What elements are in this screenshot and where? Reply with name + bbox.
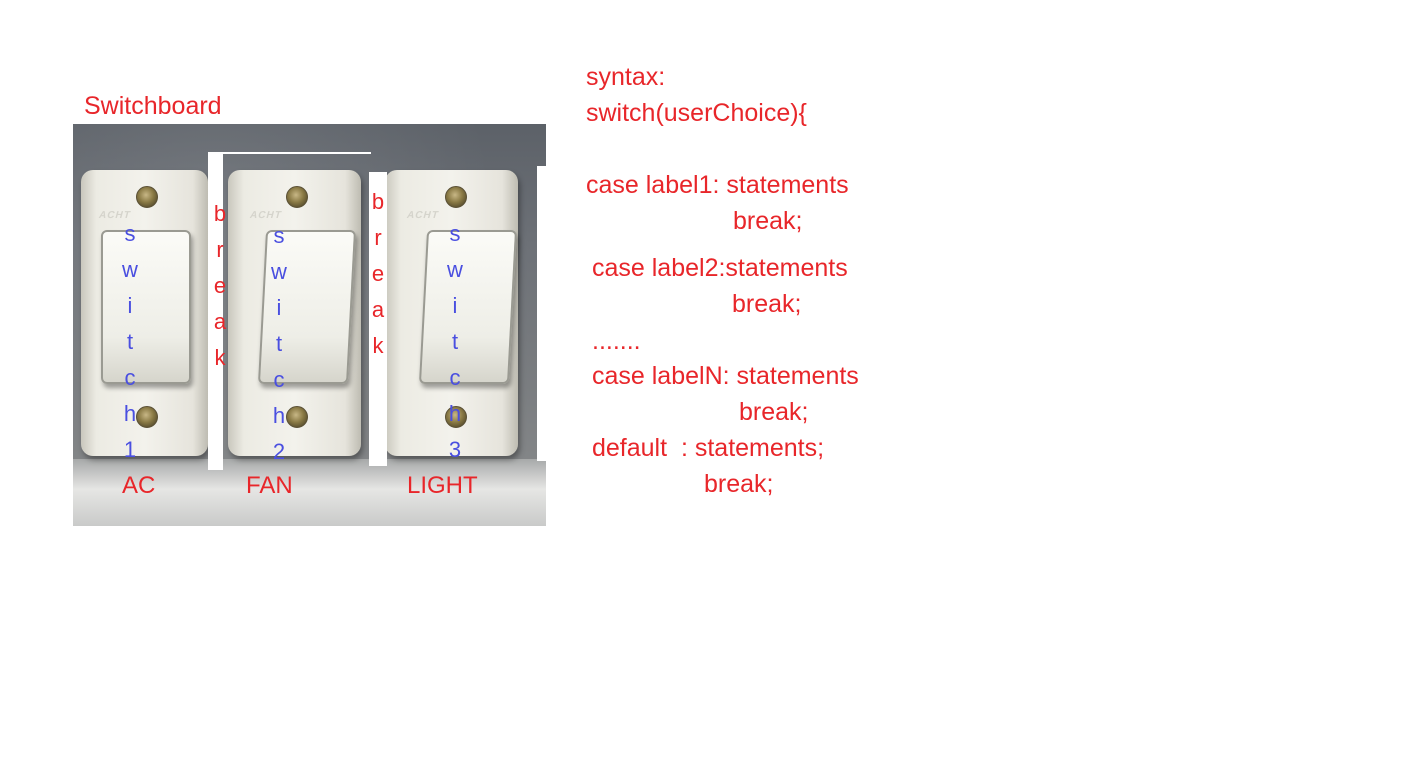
vertical-letter: a <box>371 297 385 322</box>
vertical-letter: k <box>372 333 384 358</box>
syntax-ellipsis: ....... <box>592 327 641 355</box>
divider-bar-2 <box>369 172 387 466</box>
switch-plate-2: ACHT <box>228 170 361 456</box>
vertical-letter: t <box>126 329 134 354</box>
switchboard-title: Switchboard <box>84 92 222 120</box>
device-label-ac: AC <box>122 472 156 499</box>
vertical-letter: e <box>213 273 227 298</box>
vertical-letter: r <box>374 225 382 250</box>
switchboard-photo: ACHT ACHT ACHT <box>73 124 546 526</box>
switch-number: 2 <box>272 439 286 464</box>
vertical-letter: h <box>123 401 137 426</box>
divider-right-edge <box>537 166 546 461</box>
screw-icon <box>136 186 158 208</box>
vertical-letter: c <box>273 367 285 392</box>
vertical-letter: w <box>271 259 287 284</box>
screw-icon <box>286 186 308 208</box>
syntax-break-1: break; <box>733 207 803 235</box>
switch-number: 1 <box>123 437 137 462</box>
vertical-letter: c <box>449 365 461 390</box>
syntax-heading: syntax: <box>586 63 666 91</box>
vertical-letter: i <box>452 293 458 318</box>
rocker-switch-1 <box>101 230 191 384</box>
device-label-fan: FAN <box>246 472 293 499</box>
vertical-letter: i <box>276 295 282 320</box>
syntax-switch-line: switch(userChoice){ <box>586 99 807 127</box>
switch-plate-1: ACHT <box>81 170 208 456</box>
divider-bar-1 <box>208 152 223 470</box>
vertical-letter: c <box>124 365 136 390</box>
vertical-letter: s <box>273 223 285 248</box>
vertical-letter: t <box>451 329 459 354</box>
photo-bottom-edge <box>73 459 546 526</box>
vertical-letter: e <box>371 261 385 286</box>
vertical-letter: h <box>448 401 462 426</box>
brand-mark: ACHT <box>405 210 441 221</box>
vertical-letter: s <box>124 221 136 246</box>
switch-plate-3: ACHT <box>385 170 518 456</box>
vertical-letter: a <box>213 309 227 334</box>
syntax-case-n: case labelN: statements <box>592 362 859 390</box>
vertical-letter: b <box>213 201 227 226</box>
device-label-light: LIGHT <box>407 472 478 499</box>
rocker-switch-3 <box>418 230 518 384</box>
syntax-break-n: break; <box>739 398 809 426</box>
screw-icon <box>286 406 308 428</box>
syntax-break-default: break; <box>704 470 774 498</box>
vertical-letter: k <box>214 345 226 370</box>
syntax-case-2: case label2:statements <box>592 254 848 282</box>
syntax-break-2: break; <box>732 290 802 318</box>
vertical-letter: w <box>447 257 463 282</box>
screw-icon <box>445 406 467 428</box>
vertical-letter: s <box>449 221 461 246</box>
vertical-letter: t <box>275 331 283 356</box>
divider-top-line <box>223 152 371 154</box>
syntax-default: default : statements; <box>592 434 825 462</box>
screw-icon <box>445 186 467 208</box>
vertical-letter: r <box>216 237 224 262</box>
vertical-letter: i <box>127 293 133 318</box>
vertical-letter: b <box>371 189 385 214</box>
vertical-letter: w <box>122 257 138 282</box>
vertical-letter: h <box>272 403 286 428</box>
screw-icon <box>136 406 158 428</box>
switch-number: 3 <box>448 437 462 462</box>
syntax-case-1: case label1: statements <box>586 171 849 199</box>
